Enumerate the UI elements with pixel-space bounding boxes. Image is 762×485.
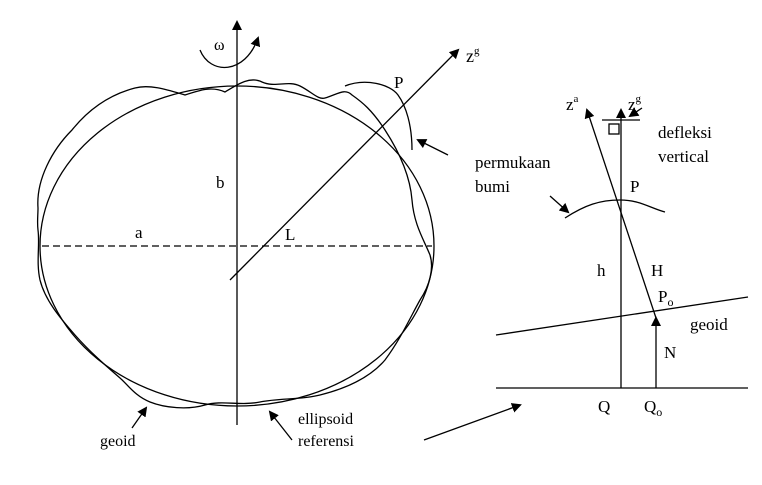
N-label: N bbox=[664, 343, 676, 362]
zg-right-label: zg bbox=[628, 93, 642, 114]
b-label: b bbox=[216, 173, 225, 192]
H-label: H bbox=[651, 261, 663, 280]
arrow-to-geoid bbox=[131, 406, 148, 429]
ellipsoid-label-line2: referensi bbox=[298, 433, 355, 450]
defleksi-label-line2: vertical bbox=[658, 147, 709, 166]
P-label: P bbox=[394, 73, 403, 92]
ellipsoid-label-line1: ellipsoid bbox=[298, 411, 353, 428]
P-right-label: P bbox=[630, 177, 639, 196]
arrow-to-P-surface bbox=[416, 139, 449, 156]
omega-label: ω bbox=[214, 37, 225, 54]
Q-label: Q bbox=[598, 397, 610, 416]
geoid-bump bbox=[344, 81, 413, 151]
h-label: h bbox=[597, 261, 606, 280]
arrow-to-deflection bbox=[628, 107, 643, 118]
L-label: L bbox=[285, 225, 295, 244]
geoid-right-label: geoid bbox=[690, 315, 728, 334]
connector-arrow-lower bbox=[423, 403, 522, 441]
geoid-line bbox=[495, 296, 749, 336]
connector-arrows bbox=[423, 403, 522, 441]
normal-line bbox=[229, 48, 460, 281]
za-label: za bbox=[566, 93, 579, 114]
geoid-outline bbox=[36, 79, 433, 409]
Qo-label: Qo bbox=[644, 397, 662, 419]
arrow-to-ellipsoid bbox=[268, 410, 293, 441]
omega-rotation-arrow bbox=[199, 36, 261, 69]
zg-label: zg bbox=[466, 45, 480, 66]
arrow-to-surface bbox=[549, 195, 570, 214]
geoid-left-label: geoid bbox=[100, 433, 136, 450]
Po-label: Po bbox=[658, 287, 673, 309]
right-angle-mark bbox=[608, 123, 620, 135]
defleksi-label-line1: defleksi bbox=[658, 123, 712, 142]
earth-surface bbox=[564, 199, 666, 219]
right-figure bbox=[495, 107, 749, 389]
permukaan-label-line2: bumi bbox=[475, 177, 510, 196]
a-label: a bbox=[135, 223, 143, 242]
permukaan-label-line1: permukaan bbox=[475, 153, 551, 172]
left-figure bbox=[36, 20, 460, 441]
ellipsoid-normal bbox=[584, 108, 657, 319]
